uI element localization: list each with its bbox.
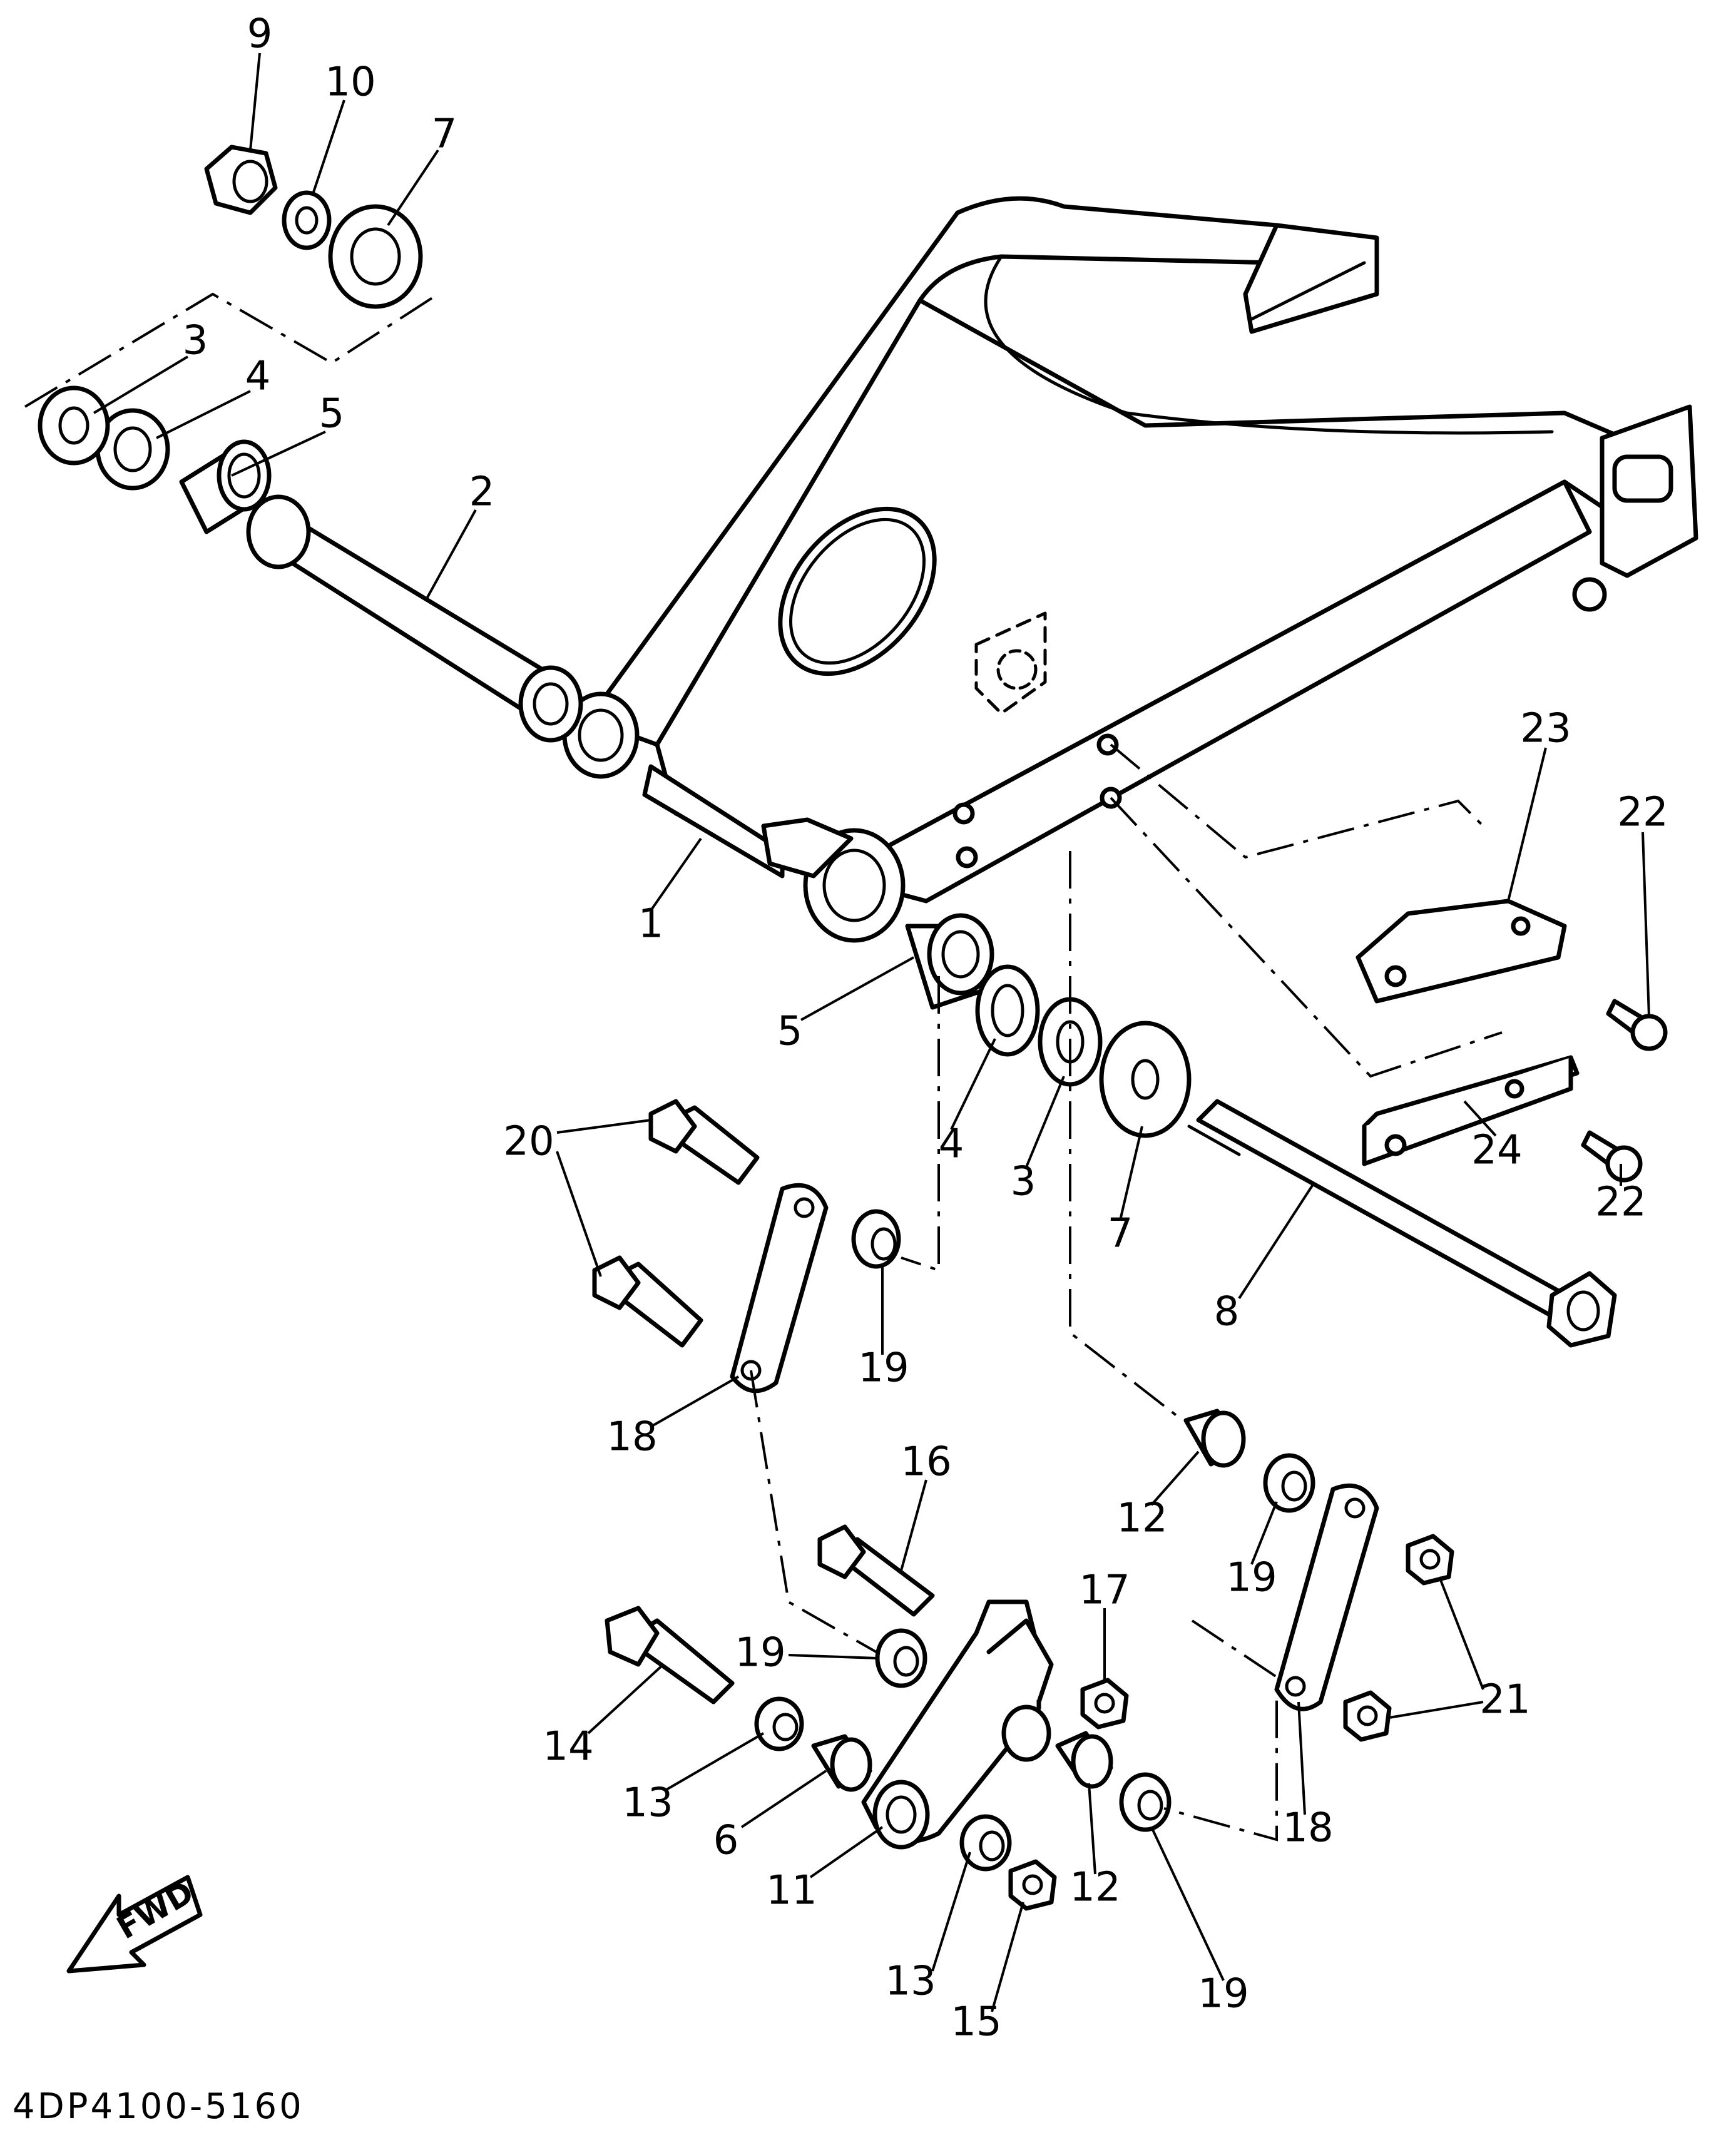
callout-c4b: 4 [939,1121,964,1168]
callout-c13b: 13 [885,1959,936,2005]
washer-10 [282,190,332,250]
callout-c17: 17 [1079,1567,1130,1614]
callout-c12a: 12 [1116,1495,1167,1542]
callout-c4a: 4 [245,354,271,400]
bolt-14 [605,1606,735,1704]
collar-7-upper [328,204,423,309]
screw-22-lower [1581,1130,1643,1183]
callout-c18b: 18 [1282,1805,1333,1852]
bushing-12-upper [1183,1409,1246,1468]
callout-c1: 1 [638,901,664,947]
oil-seal-4-lower [975,964,1040,1057]
callout-c23: 23 [1520,706,1571,752]
bearing-5-lower [905,913,994,1010]
callout-c19d: 19 [1198,1971,1248,2017]
collar-13-upper [754,1696,804,1751]
callout-c7b: 7 [1108,1211,1133,1257]
bolt-16 [817,1524,935,1617]
callout-numbers: 1233445567789101112121313141516171818191… [183,11,1668,2046]
bearing-5-upper [179,439,272,534]
bushing-6 [811,1734,872,1792]
nut-21-upper [1406,1534,1454,1586]
nut-21-lower [1343,1690,1392,1742]
screw-22-upper [1606,999,1668,1051]
callout-c14: 14 [543,1724,593,1770]
callout-c12b: 12 [1070,1865,1120,1911]
fwd-direction-arrow: FWD [66,1874,203,1974]
nut-17 [1080,1678,1129,1730]
diagram-code: 4DP4100-5160 [13,2086,304,2127]
callout-c18a: 18 [606,1414,657,1460]
callout-c3a: 3 [183,318,208,364]
callout-c5b: 5 [777,1009,803,1055]
callout-c7a: 7 [432,111,457,158]
collar-19-right [1263,1453,1315,1513]
collar-19-lower [1119,1772,1172,1832]
callout-c11: 11 [766,1868,817,1914]
callout-c9: 9 [247,11,273,58]
chain-guard-24 [1362,1055,1580,1166]
relay-arm-11 [861,1599,1054,1850]
callout-c24: 24 [1471,1128,1522,1174]
bushing-12-lower [1055,1731,1113,1789]
connecting-rod-18-left [730,1183,829,1394]
collar-7-lower [1099,1021,1192,1138]
callout-c6: 6 [713,1818,739,1864]
callout-c3b: 3 [1011,1159,1036,1205]
callout-c2: 2 [469,469,495,516]
pivot-shaft-2 [246,494,583,743]
bolt-20-lower [592,1255,703,1348]
swingarm-assembly [562,196,1698,943]
callout-c5a: 5 [319,391,345,437]
collar-19-mid [875,1628,927,1688]
pivot-shaft-8 [1187,1099,1617,1348]
collar-19-upper [851,1209,901,1269]
leader-lines [93,53,1650,2012]
callout-c8: 8 [1214,1289,1240,1335]
callout-c13a: 13 [622,1780,673,1827]
callout-c19a: 19 [858,1345,909,1392]
callout-c21: 21 [1479,1677,1530,1723]
callout-c19b: 19 [1226,1555,1277,1601]
callout-c15: 15 [951,1999,1001,2046]
nut-9 [204,145,278,215]
callout-c16: 16 [901,1439,951,1485]
nut-15 [1008,1859,1057,1911]
chain-guard-23 [1356,899,1567,1004]
connecting-rod-18-right [1274,1483,1379,1711]
collar-13-lower [959,1814,1012,1872]
washer-3-upper [38,385,110,466]
callout-c20: 20 [503,1119,554,1165]
callout-c19c: 19 [735,1630,785,1676]
callout-c22a: 22 [1617,790,1668,836]
callout-c10: 10 [325,59,375,106]
bolt-20-upper [648,1099,760,1185]
callout-c22b: 22 [1595,1180,1646,1226]
